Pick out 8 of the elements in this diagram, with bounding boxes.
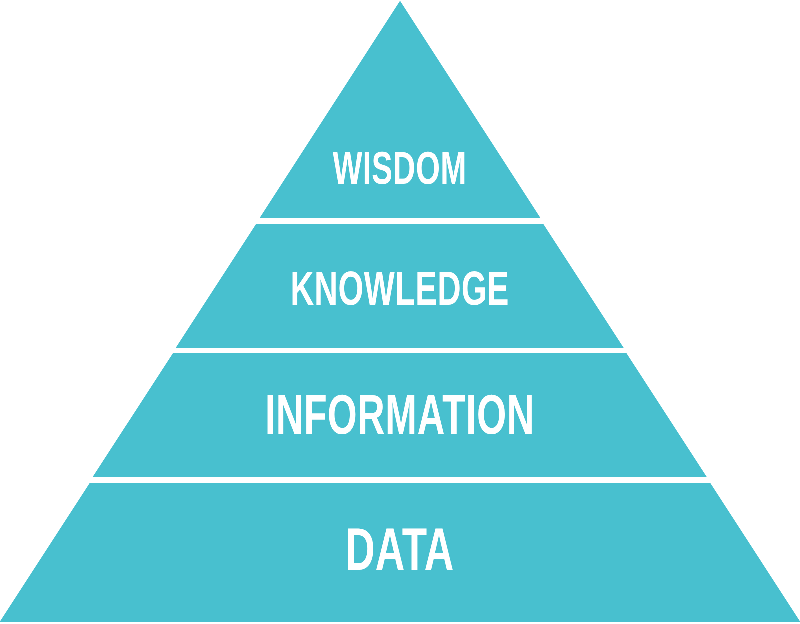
pyramid-tier (260, 1, 540, 218)
tier-label: WISDOM (332, 145, 468, 191)
pyramid-tier (176, 224, 624, 348)
tier-label: KNOWLEDGE (290, 266, 510, 314)
tier-label: DATA (346, 520, 454, 580)
pyramid-tier (93, 353, 707, 477)
pyramid-tier (0, 483, 800, 622)
tier-label: INFORMATION (265, 387, 535, 443)
